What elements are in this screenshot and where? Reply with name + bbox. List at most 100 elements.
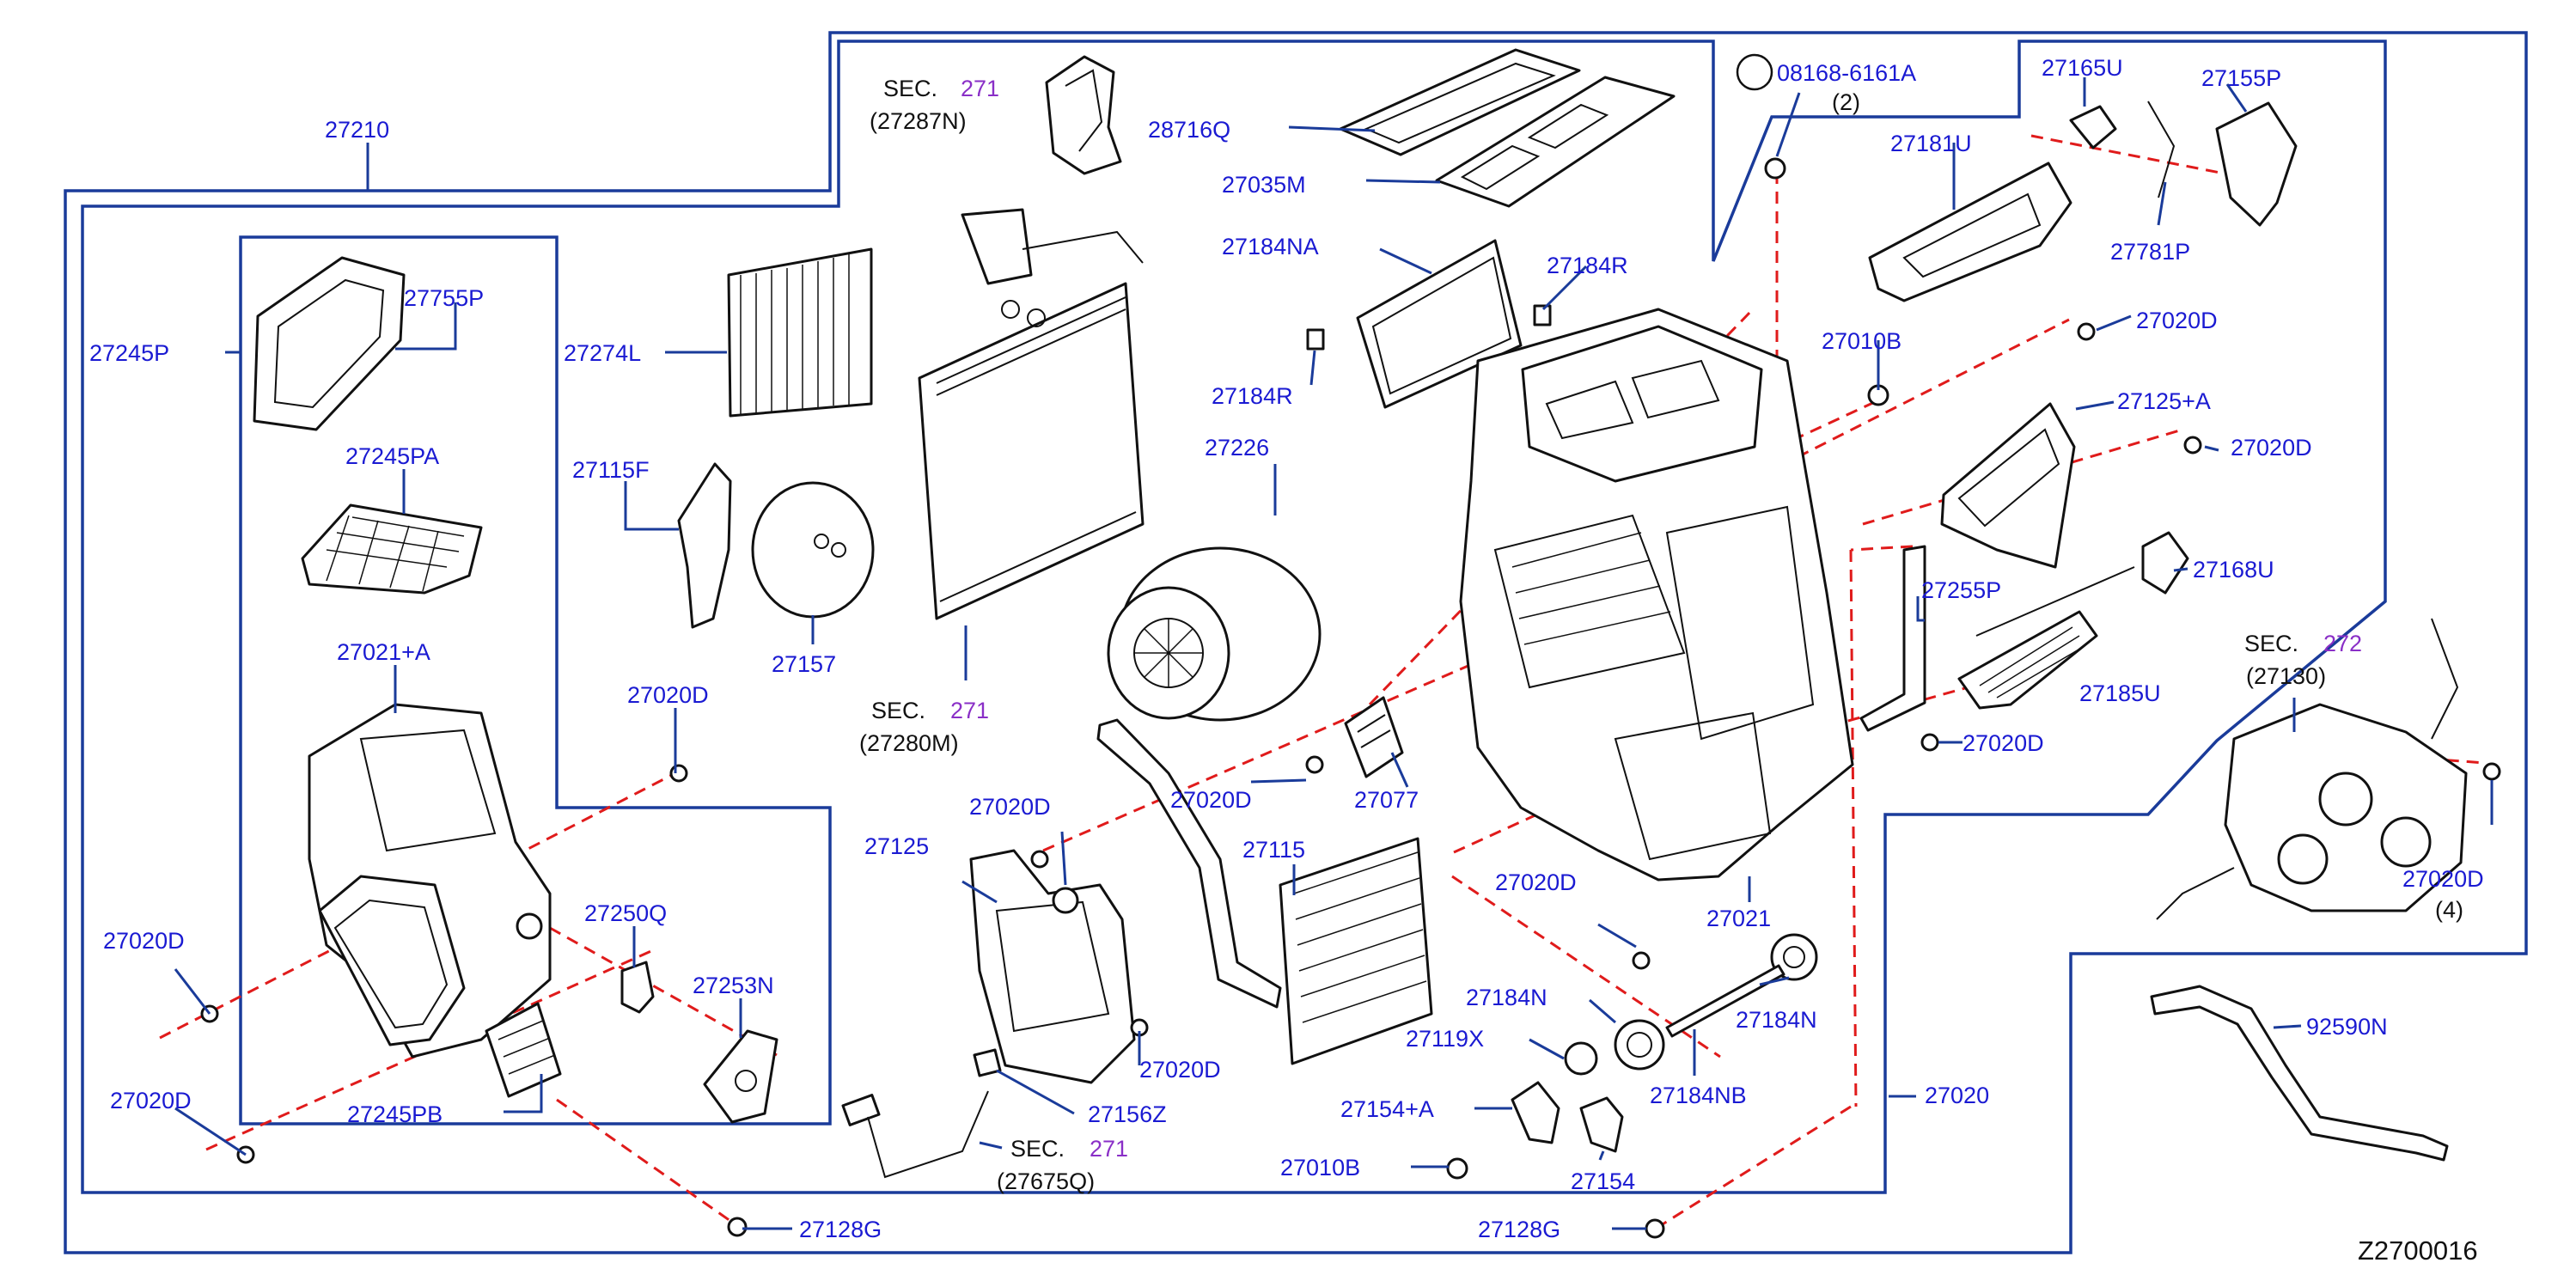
bolt-mark-circle [1736,53,1773,91]
label-27755P: 27755P [404,285,484,311]
part-28716Q-frame [1339,48,1581,156]
part-27245PA-grille [301,503,483,595]
part-27184NA-door [1356,239,1523,409]
part-27125A-duct [1940,402,2076,569]
label-27226: 27226 [1205,435,1269,461]
part-27185U-grille [1957,610,2098,710]
label-28716Q: 28716Q [1148,117,1230,143]
part-27250Q-clip [620,961,655,1014]
sec-272: 272 [2323,631,2362,656]
clip-27010B-b [1446,1157,1468,1180]
label-27181U: 27181U [1890,131,1972,156]
part-labels: 27210 27245P 27755P 27245PA 27021+A 2702… [89,53,2484,1266]
clip-27128G-b [1645,1218,1665,1239]
sec-label-a: SEC. [883,76,937,101]
label-27245PB: 27245PB [347,1101,443,1127]
label-27184N-a: 27184N [1466,985,1547,1010]
part-27077-resistor [1344,696,1404,778]
part-27130-control-unit [2156,618,2468,920]
label-27119X: 27119X [1406,1026,1484,1052]
sec-label-c: SEC. [1010,1136,1065,1162]
part-27181U-actuator-bracket [1868,162,2072,302]
label-27184R-b: 27184R [1547,253,1628,278]
label-27020D-e: 27020D [969,794,1051,820]
label-27020: 27020 [1925,1083,1989,1108]
part-27115-heater-core [1096,718,1433,1065]
part-27245PB-filter [485,1002,562,1098]
bolt-08168 [1764,157,1786,180]
clip-27128G-a [727,1217,748,1237]
part-27781P-rod [2147,101,2176,198]
part-27154-lever [1579,1096,1624,1153]
label-27020D-b: 27020D [103,928,185,954]
label-27020D-d: 27020D [1170,787,1252,813]
part-27184R-bushing-a [1306,328,1325,351]
label-27255P: 27255P [1921,577,2001,603]
part-27274L-filter [727,247,873,418]
part-27125-side-case [969,849,1136,1084]
part-27255P-strip [1859,545,1926,732]
part-27156Z-plug [973,1048,1002,1077]
part-27154A-lever [1511,1081,1560,1144]
label-27128G-b: 27128G [1478,1217,1560,1242]
screw-27020D-d [1305,755,1324,774]
label-27020D-a: 27020D [627,682,709,708]
label-27156Z: 27156Z [1088,1101,1167,1127]
label-27115: 27115 [1242,837,1305,863]
label-27184NA: 27184NA [1222,234,1319,259]
label-27210: 27210 [325,117,389,143]
label-27185U: 27185U [2079,680,2161,706]
part-27280M-evaporator [918,208,1145,620]
label-27020D-k-qty: (4) [2435,897,2463,923]
screw-27020D-h [2183,436,2202,454]
screw-27020D-a [669,764,688,783]
part-27165U-lever [2069,105,2117,149]
part-27287N-duct [1045,55,1122,175]
label-27184NB: 27184NB [1650,1083,1747,1108]
sec-label-d: SEC. [2244,631,2298,656]
frame-27210 [64,31,2528,1254]
label-27020D-k: 27020D [2402,866,2484,892]
part-27184N-gear-b [1770,933,1818,981]
label-92590N: 92590N [2306,1014,2388,1040]
screw-27020D-e [1030,850,1049,869]
sec-271-b-part: (27280M) [859,730,959,756]
part-27253N-lever [703,1029,778,1124]
label-27253N: 27253N [693,973,774,998]
label-27128G-a: 27128G [799,1217,882,1242]
part-27157-motor-cover [751,481,875,619]
frame-27245P [239,235,832,1126]
part-27119X-gear [1564,1041,1598,1076]
label-27245PA: 27245PA [345,443,439,469]
part-27184R-bushing-b [1533,304,1552,326]
label-27021A: 27021+A [337,639,430,665]
assembly-frames [64,31,2528,1254]
label-27154A: 27154+A [1340,1096,1434,1122]
label-27245P: 27245P [89,340,169,366]
part-27675Q-sensor [841,1090,989,1179]
part-27168U-actuator [1975,531,2189,637]
part-27115F-bracket [677,462,732,629]
label-27020D-c: 27020D [110,1088,192,1113]
leader-lines [174,77,2494,1230]
label-27020D-j: 27020D [1495,869,1577,895]
label-27274L: 27274L [564,340,641,366]
screw-27020D-i [1920,733,1939,752]
label-08168-qty: (2) [1832,89,1860,115]
part-27021A-intake-housing [308,703,552,1058]
sec-271-c-part: (27675Q) [997,1168,1095,1194]
sec-271-b: 271 [950,698,989,723]
label-27781P: 27781P [2110,239,2190,265]
part-27226-blower [1107,546,1322,722]
label-27021: 27021 [1706,906,1771,931]
sec-271-c: 271 [1090,1136,1128,1162]
label-27168U: 27168U [2193,557,2274,583]
label-27154: 27154 [1571,1168,1635,1194]
screw-27020D-j [1632,951,1651,970]
label-27184R-a: 27184R [1212,383,1293,409]
part-27035M-frame [1435,76,1676,208]
diagram-code: Z2700016 [2358,1235,2478,1266]
sec-label-b: SEC. [871,698,925,723]
frame-27020 [81,40,2387,1194]
